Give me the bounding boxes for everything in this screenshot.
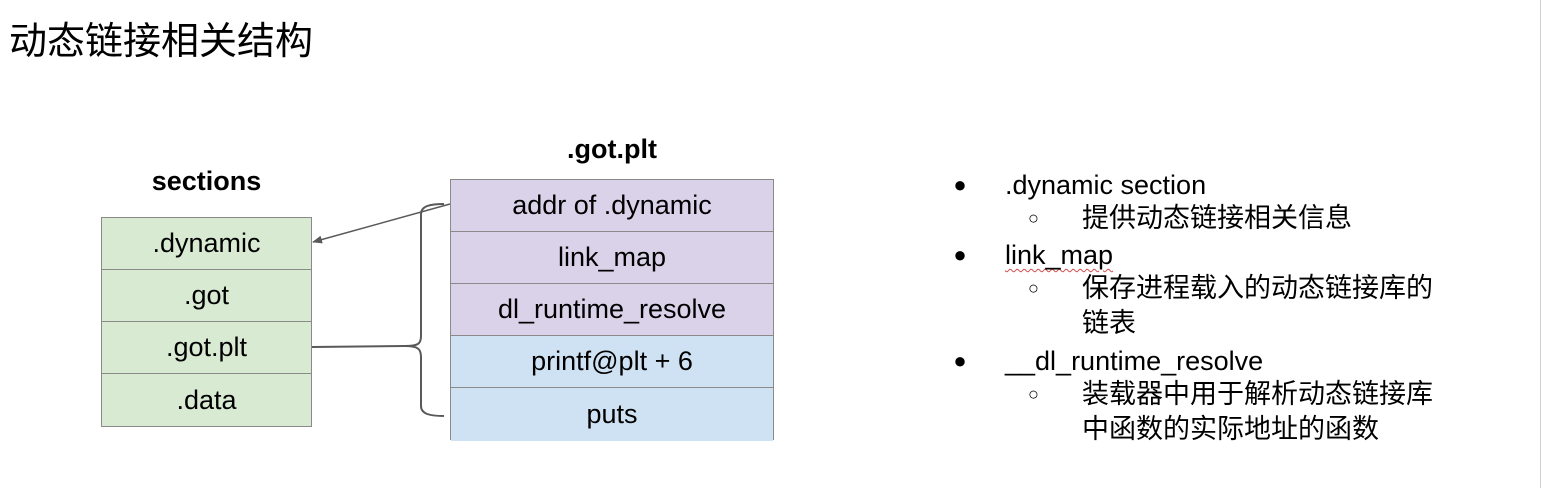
- bullet-text: __dl_runtime_resolve: [1005, 346, 1264, 376]
- got-plt-entry-link-map: link_map: [451, 232, 773, 284]
- got-plt-entry-dynamic-addr: addr of .dynamic: [451, 180, 773, 232]
- sub-bullet-text: 装载器中用于解析动态链接库中函数的实际地址的函数: [1082, 379, 1433, 444]
- slide-title: 动态链接相关结构: [9, 21, 314, 63]
- slide-right-border: [1540, 0, 1541, 488]
- got-plt-entry-dl-runtime-resolve: dl_runtime_resolve: [451, 284, 773, 336]
- section-data: .data: [102, 374, 311, 426]
- got-plt-table: addr of .dynamic link_map dl_runtime_res…: [450, 179, 774, 441]
- got-plt-entry-puts: puts: [451, 388, 773, 441]
- got-plt-bracket: [404, 203, 445, 417]
- section-got: .got: [102, 270, 311, 322]
- sections-heading: sections: [151, 166, 262, 196]
- bullet-dot-icon: ●: [953, 172, 967, 197]
- bullet-circle-icon: ○: [1028, 278, 1039, 298]
- dynamic-pointer-arrow: [312, 203, 451, 244]
- bullet-text: link_map: [1005, 240, 1114, 270]
- bullet-dot-icon: ●: [953, 348, 967, 373]
- sections-table: .dynamic .got .got.plt .data: [101, 217, 312, 427]
- got-plt-entry-printf: printf@plt + 6: [451, 336, 773, 388]
- sub-bullet-text: 保存进程载入的动态链接库的链表: [1082, 273, 1433, 338]
- got-plt-heading: .got.plt: [567, 134, 657, 164]
- bullet-dot-icon: ●: [953, 242, 967, 267]
- bullet-text: .dynamic section: [1005, 170, 1207, 200]
- bullet-circle-icon: ○: [1028, 384, 1039, 404]
- section-dynamic: .dynamic: [102, 218, 311, 270]
- section-got-plt: .got.plt: [102, 322, 311, 374]
- sub-bullet-text: 提供动态链接相关信息: [1082, 203, 1352, 233]
- bullet-circle-icon: ○: [1028, 208, 1039, 228]
- section-to-bracket-line: [311, 345, 406, 348]
